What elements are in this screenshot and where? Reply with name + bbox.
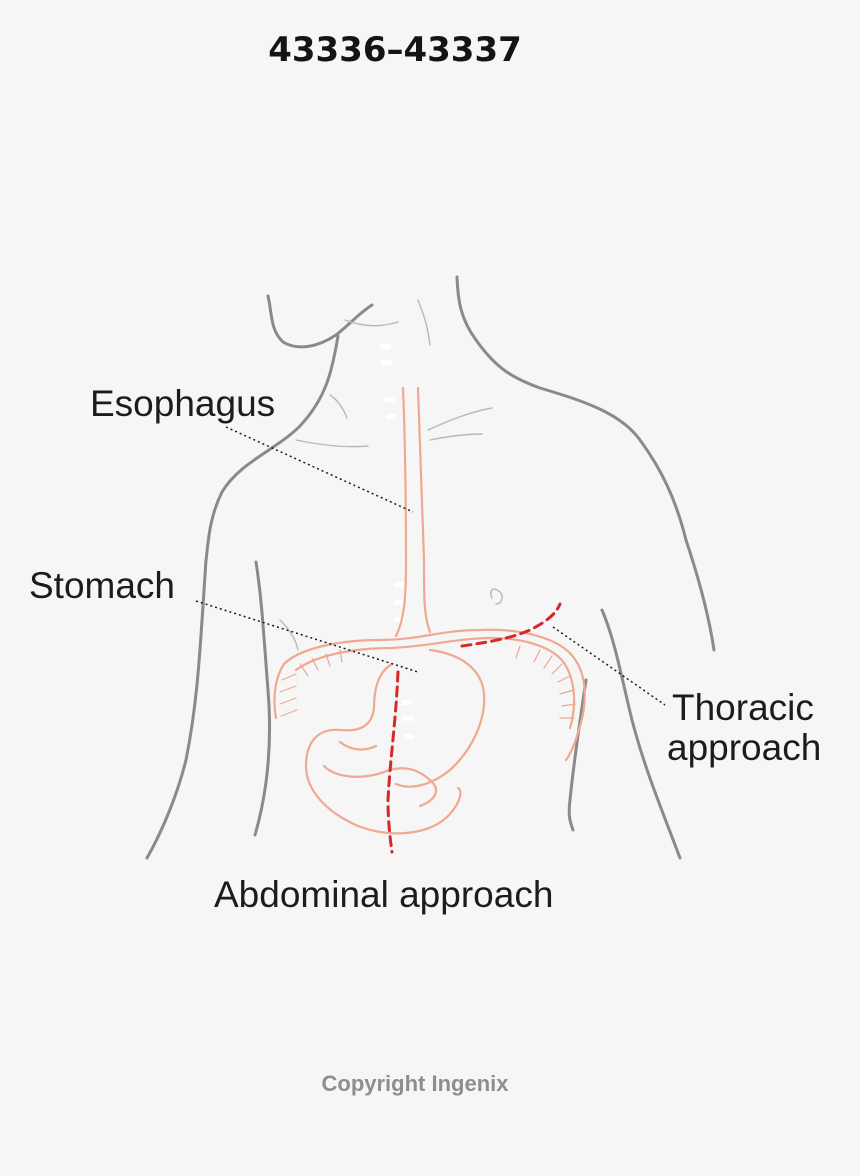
vertebra-mark (394, 600, 404, 605)
neck-right-line (417, 299, 431, 346)
nipple-right (490, 588, 503, 605)
neck-shadow-line (329, 394, 348, 419)
left-arm-outline (145, 558, 208, 860)
stomach-label: Stomach (29, 565, 176, 606)
abdominal-incision (386, 670, 400, 854)
page-title: 43336–43337 (268, 30, 522, 70)
stomach-outline (304, 662, 462, 835)
clavicle-right-line-2 (429, 433, 483, 441)
neck-left-outline (204, 334, 340, 562)
diaphragm-left (273, 662, 286, 720)
vertebra-mark (403, 716, 413, 721)
vertebra-mark (394, 582, 404, 587)
vertebra-mark (380, 344, 391, 349)
copyright-text: Copyright Ingenix (321, 1071, 509, 1096)
vertebra-mark (402, 700, 412, 705)
vertebra-mark (386, 414, 396, 419)
thoracic-label-line1: Thoracic (672, 687, 814, 728)
esophagus-label: Esophagus (90, 383, 276, 424)
vertebra-mark (395, 617, 405, 622)
esophagus-leader (225, 426, 414, 513)
thoracic-label-line2: approach (667, 727, 822, 768)
left-inner-arm-outline (253, 560, 271, 837)
stomach-inner-fold (338, 740, 378, 751)
stomach-fold (322, 764, 438, 808)
esophagus-outline-right (416, 386, 432, 634)
jaw-shadow-line (344, 319, 399, 327)
stomach-fundus (394, 648, 486, 788)
right-flank-outline (600, 608, 682, 860)
stomach-leader (195, 600, 419, 673)
clavicle-left-line (295, 439, 369, 448)
chest-left-line (279, 619, 299, 651)
head-left-outline (266, 294, 374, 349)
diaphragm-outline (282, 628, 586, 762)
head-right-outline (455, 275, 688, 542)
right-torso-outline (567, 678, 588, 832)
esophagus-outline-left (394, 386, 408, 638)
vertebra-mark (404, 734, 414, 739)
thoracic-leader (552, 626, 666, 706)
abdominal-label: Abdominal approach (214, 874, 554, 915)
vertebra-mark (381, 360, 392, 365)
diaphragm-inner (294, 636, 576, 730)
vertebra-mark (385, 397, 395, 402)
thoracic-incision (460, 602, 562, 648)
clavicle-right-line (427, 407, 493, 431)
right-arm-outline (684, 538, 716, 652)
